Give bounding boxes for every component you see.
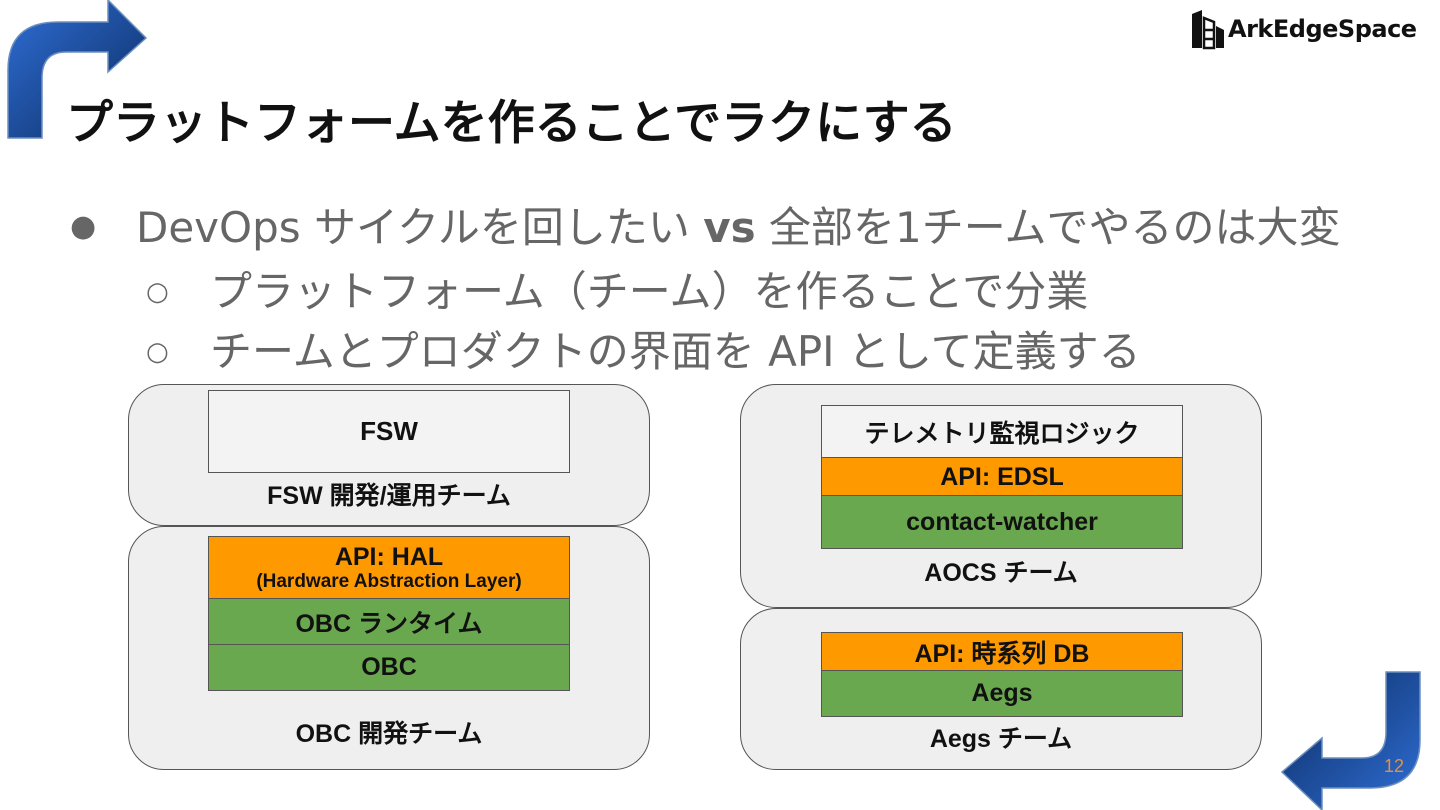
bullet-sub-2-text: チームとプロダクトの界面を API として定義する (210, 327, 1141, 376)
contact-watcher-layer: contact-watcher (821, 495, 1183, 549)
bullet-dot-icon: ● (70, 209, 97, 244)
bullet-main-pre: DevOps サイクルを回したい (136, 203, 704, 252)
hal-api-label: API: HAL (334, 543, 444, 571)
obc-layer: OBC (208, 644, 570, 691)
fsw-layer-label: FSW (360, 416, 418, 446)
aegs-label: Aegs (971, 679, 1033, 707)
edsl-api-label: API: EDSL (940, 462, 1064, 491)
arkedge-logo-icon (1192, 10, 1224, 50)
obc-team-label: OBC 開発チーム (295, 720, 483, 748)
aegs-layer: Aegs (821, 670, 1183, 717)
timeseries-db-api-label: API: 時系列 DB (914, 640, 1090, 668)
bullet-sub-1: ○ プラットフォーム（チーム）を作ることで分業 (146, 258, 1088, 319)
contact-watcher-label: contact-watcher (906, 507, 1098, 536)
bullet-sub-1-text: プラットフォーム（チーム）を作ることで分業 (210, 267, 1089, 316)
bullet-main: ● DevOps サイクルを回したい vs 全部を1チームでやるのは大変 (70, 194, 1340, 255)
bullet-ring-icon: ○ (146, 337, 169, 367)
hal-api-layer: API: HAL (Hardware Abstraction Layer) (208, 536, 570, 600)
curved-arrow-bottom-right-icon (1280, 671, 1421, 810)
bullet-main-post: 全部を1チームでやるのは大変 (755, 203, 1341, 252)
timeseries-db-api-layer: API: 時系列 DB (821, 632, 1183, 672)
obc-runtime-label: OBC ランタイム (295, 610, 483, 638)
aocs-team-label: AOCS チーム (924, 559, 1078, 587)
slide-title: プラットフォームを作ることでラクにする (66, 96, 957, 151)
page-number: 12 (1384, 756, 1405, 776)
hal-api-sublabel: (Hardware Abstraction Layer) (256, 571, 522, 592)
aegs-team-label: Aegs チーム (929, 725, 1073, 753)
bullet-sub-2: ○ チームとプロダクトの界面を API として定義する (146, 318, 1141, 379)
fsw-layer: FSW (208, 390, 570, 473)
telemetry-logic-layer: テレメトリ監視ロジック (821, 405, 1183, 459)
curved-arrow-top-left-icon (7, 0, 148, 139)
company-logo: ArkEdgeSpace (1190, 6, 1417, 52)
telemetry-logic-label: テレメトリ監視ロジック (864, 420, 1140, 448)
bullet-ring-icon: ○ (146, 277, 169, 307)
fsw-team-label: FSW 開発/運用チーム (267, 482, 511, 510)
bullet-main-vs: vs (703, 203, 756, 252)
edsl-api-layer: API: EDSL (821, 457, 1183, 497)
logo-text: ArkEdgeSpace (1228, 15, 1417, 43)
obc-label: OBC (361, 653, 417, 681)
obc-runtime-layer: OBC ランタイム (208, 598, 570, 646)
